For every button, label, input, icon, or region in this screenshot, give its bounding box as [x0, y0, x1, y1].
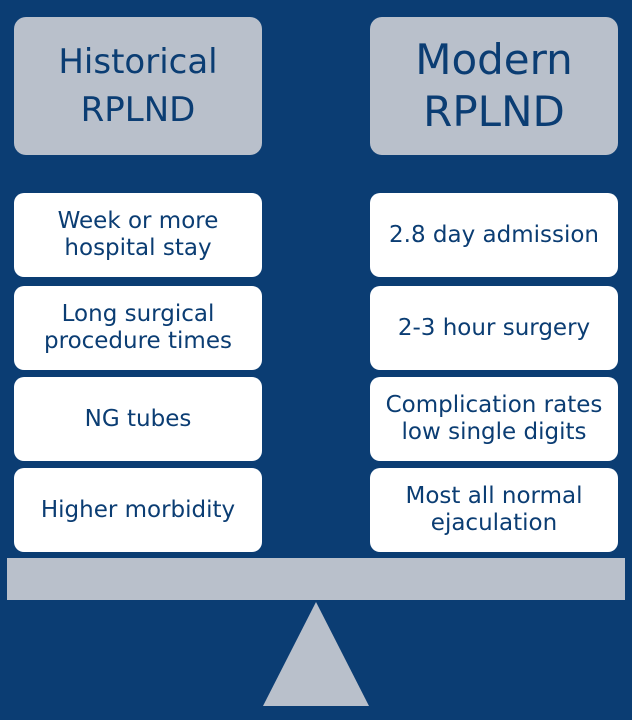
modern-item-admission: 2.8 day admission: [370, 193, 618, 277]
historical-item-2-line-1: Long surgical: [61, 301, 215, 327]
historical-header-line-2: RPLND: [80, 90, 196, 130]
historical-item-3-line-1: NG tubes: [84, 405, 192, 432]
historical-item-1-line-1: Week or more: [57, 208, 219, 234]
modern-item-4-line-1: Most all normal: [405, 483, 583, 509]
historical-header-line-1: Historical: [58, 42, 218, 82]
modern-item-2-line-1: 2-3 hour surgery: [397, 314, 591, 341]
balance-beam: [7, 558, 625, 600]
historical-item-morbidity: Higher morbidity: [14, 468, 262, 552]
modern-item-4-line-2: ejaculation: [430, 510, 558, 536]
modern-rplnd-header: Modern RPLND: [370, 17, 618, 155]
historical-item-2-line-2: procedure times: [44, 328, 232, 354]
modern-item-surgery-time: 2-3 hour surgery: [370, 286, 618, 370]
modern-header-line-1: Modern: [415, 35, 573, 84]
fulcrum-triangle-icon: [263, 602, 369, 706]
historical-item-ng-tubes: NG tubes: [14, 377, 262, 461]
historical-item-4-line-1: Higher morbidity: [40, 496, 236, 523]
historical-rplnd-header: Historical RPLND: [14, 17, 262, 155]
historical-item-hospital-stay: Week or more hospital stay: [14, 193, 262, 277]
historical-item-procedure-times: Long surgical procedure times: [14, 286, 262, 370]
modern-item-3-line-2: low single digits: [401, 419, 587, 445]
historical-item-1-line-2: hospital stay: [64, 235, 212, 261]
modern-item-ejaculation: Most all normal ejaculation: [370, 468, 618, 552]
modern-item-3-line-1: Complication rates: [385, 392, 603, 418]
modern-item-1-line-1: 2.8 day admission: [389, 221, 599, 248]
modern-header-line-2: RPLND: [423, 87, 565, 136]
modern-item-complication-rates: Complication rates low single digits: [370, 377, 618, 461]
